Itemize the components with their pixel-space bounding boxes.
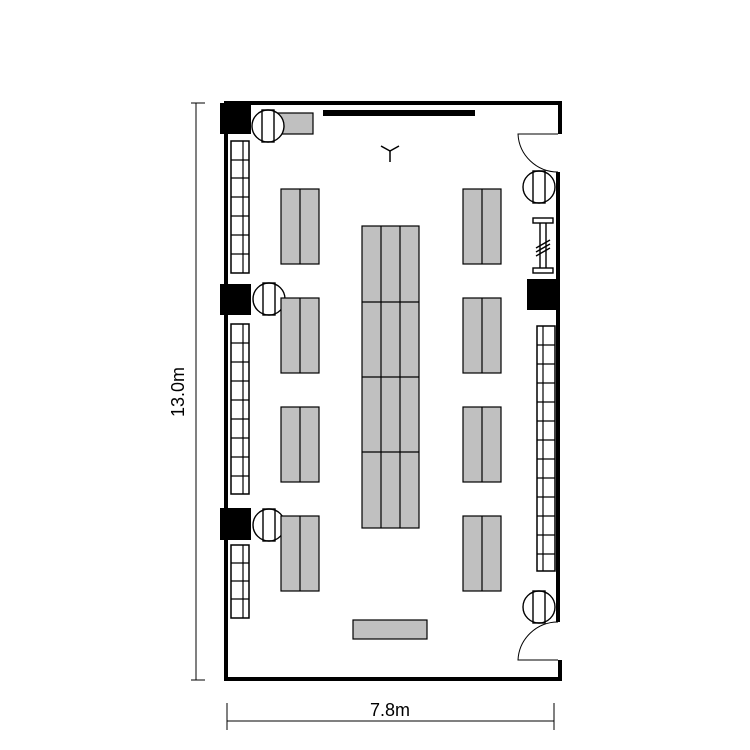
room-walls (220, 101, 562, 681)
pillar (220, 103, 251, 134)
door-bottom-right (517, 621, 559, 661)
desk (280, 406, 320, 483)
left-chair-row-2 (230, 323, 250, 495)
desk (280, 188, 320, 265)
right-chair-row (536, 325, 556, 572)
rear-table (352, 619, 428, 640)
left-chair-row-3 (230, 544, 250, 619)
pillar (220, 508, 251, 540)
desk (280, 515, 320, 592)
left-chair-row-1 (230, 140, 250, 274)
height-dimension: 13.0m (168, 102, 205, 681)
right-desk-column (462, 188, 502, 592)
desk (462, 515, 502, 592)
desk (462, 188, 502, 265)
microphone-stand-icon (380, 145, 400, 162)
pillar (527, 279, 558, 310)
round-fixtures (251, 109, 556, 624)
round-fixture-icon (252, 282, 286, 316)
height-dimension-label: 13.0m (168, 367, 188, 417)
round-fixture-icon (252, 508, 286, 542)
desk (462, 406, 502, 483)
round-fixture-icon (522, 170, 556, 204)
pillar (220, 284, 251, 315)
width-dimension: 7.8m (226, 700, 555, 730)
round-fixture-icon (251, 109, 285, 143)
width-dimension-label: 7.8m (370, 700, 410, 720)
coat-rack-icon (532, 217, 554, 274)
center-conference-table (361, 225, 420, 529)
door-top-right (517, 133, 559, 173)
desk (462, 297, 502, 374)
projection-screen (323, 110, 475, 116)
left-desk-column (280, 188, 320, 592)
round-fixture-icon (522, 590, 556, 624)
desk (280, 297, 320, 374)
